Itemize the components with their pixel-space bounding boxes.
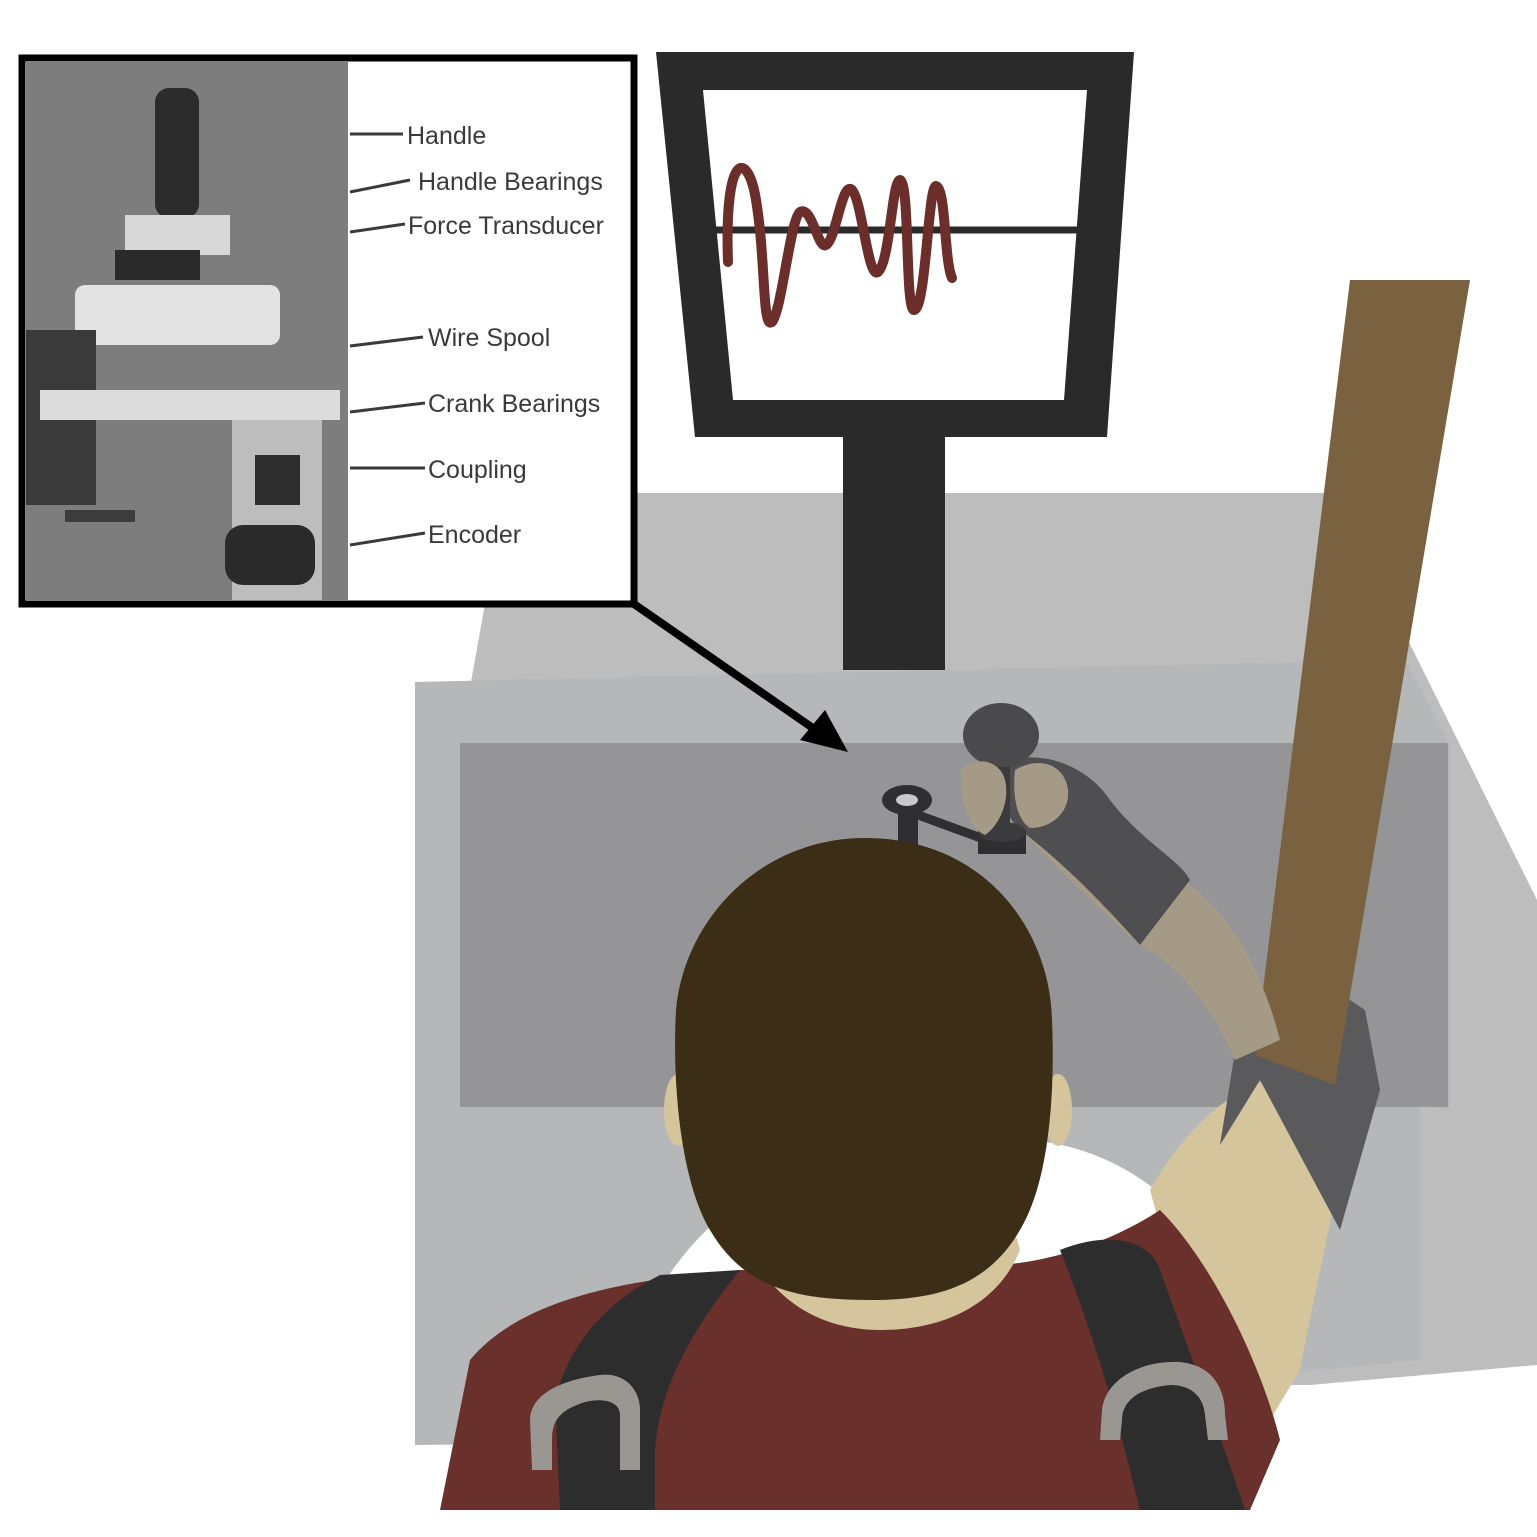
label-force-transducer: Force Transducer (408, 212, 604, 240)
photo-coupling (255, 455, 300, 505)
photo-screw (65, 510, 135, 522)
participant-hair (675, 838, 1053, 1300)
monitor-screen (703, 90, 1087, 400)
label-crank-bearings: Crank Bearings (428, 390, 600, 418)
callout-leaders (349, 132, 426, 547)
monitor-stand (843, 430, 945, 670)
label-handle: Handle (407, 122, 486, 150)
photo-bearing (125, 215, 230, 255)
left-hand-fingers (1014, 762, 1069, 828)
label-wire-spool: Wire Spool (428, 324, 550, 352)
right-arm (1150, 1070, 1345, 1420)
photo-encoder (225, 525, 315, 585)
support-pole (1255, 280, 1470, 1085)
label-encoder: Encoder (428, 521, 521, 549)
photo-spool-block (75, 285, 280, 345)
left-hand (960, 761, 1007, 835)
crank-handle-knob (963, 703, 1039, 767)
label-handle-bearings: Handle Bearings (418, 168, 603, 196)
harness-buckle-left (530, 1374, 640, 1470)
crank-post (898, 808, 918, 848)
harness-buckle-right (1100, 1361, 1228, 1440)
photo-transducer (115, 250, 200, 280)
monitor-icon (656, 52, 1134, 437)
inset-border (18, 54, 638, 608)
crank-bearing-hole (896, 794, 918, 806)
harness-strap-left (555, 1270, 740, 1510)
signal-trace (722, 163, 957, 328)
label-coupling: Coupling (428, 456, 527, 484)
photo-table (40, 390, 340, 420)
photo-handle (155, 88, 199, 218)
inset-photo-panel: Handle Handle Bearings Force Transducer … (18, 54, 638, 608)
arrow-icon (631, 600, 848, 752)
